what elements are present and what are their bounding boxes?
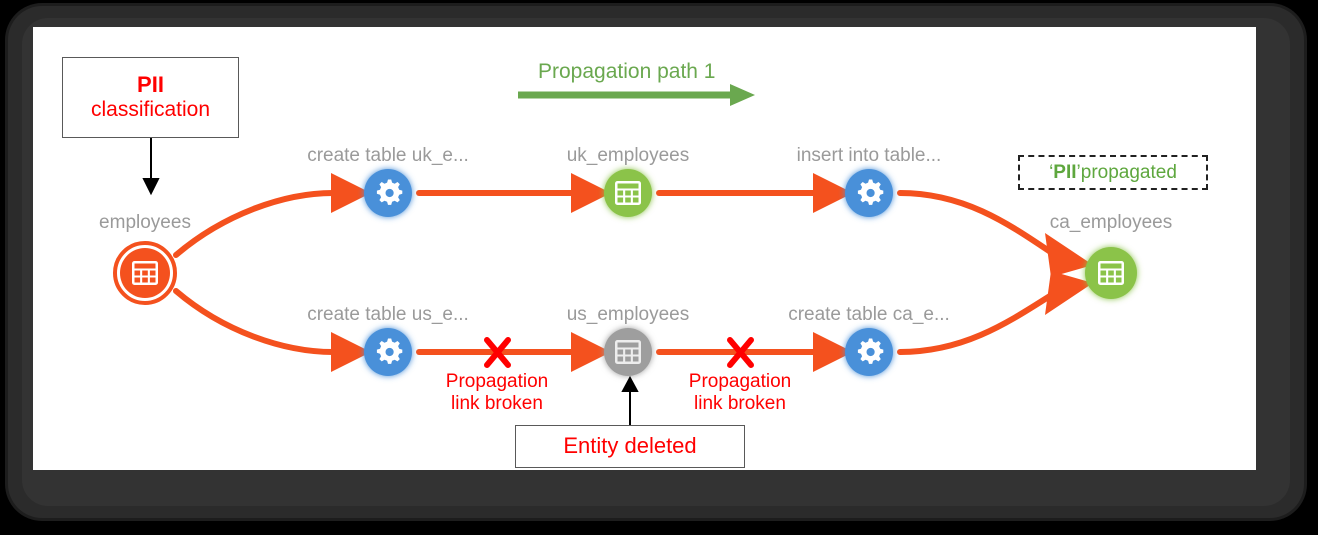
broken-link-note-2-line2: link broken <box>694 392 786 414</box>
lineage-canvas[interactable]: Propagation path 1 PII classification En… <box>33 27 1256 470</box>
node-label-create-table-us: create table us_e... <box>307 304 469 325</box>
pii-propagated-quote-close: ’ <box>1076 161 1081 183</box>
node-ca-employees[interactable] <box>1085 247 1137 299</box>
break-marker-layer <box>484 337 754 368</box>
node-insert-into-table[interactable] <box>845 169 893 217</box>
gear-icon <box>857 338 884 364</box>
entity-deleted-callout: Entity deleted <box>515 425 745 468</box>
node-label-create-table-ca: create table ca_e... <box>788 304 950 325</box>
callout-leader-layer <box>142 138 639 425</box>
edge-layer <box>173 190 1064 355</box>
table-icon <box>1098 261 1124 285</box>
arrowhead-insert <box>813 173 853 213</box>
broken-link-note-2-line1: Propagation <box>688 371 792 392</box>
broken-link-note-1-line1: Propagation <box>445 371 549 392</box>
node-uk-employees[interactable] <box>604 169 652 217</box>
node-label-ca-employees: ca_employees <box>1049 212 1173 233</box>
right-arrow-icon <box>730 84 755 106</box>
arrowhead-uk-employees <box>571 173 611 213</box>
node-create-table-uk[interactable] <box>364 169 412 217</box>
arrowhead-layer <box>331 173 1093 372</box>
pii-propagated-quote-open: ‘ <box>1049 161 1054 183</box>
pii-propagated-strong: PII <box>1053 161 1077 183</box>
node-label-uk-employees: uk_employees <box>566 145 690 166</box>
node-create-table-ca[interactable] <box>845 328 893 376</box>
broken-link-note-1: Propagation link broken <box>446 371 548 415</box>
propagation-path-label: Propagation path 1 <box>538 60 716 83</box>
pii-propagated-callout: ‘PII’ propagated <box>1018 155 1208 190</box>
node-label-insert-into-table: insert into table... <box>796 145 942 166</box>
pii-classification-line1: PII <box>137 72 164 98</box>
arrowhead-ca-employees-top <box>1045 233 1093 277</box>
gear-icon <box>376 338 403 364</box>
edge-employees-to-create-uk <box>173 190 336 258</box>
arrowhead-create-ca <box>813 332 853 372</box>
arrowhead-create-us <box>331 332 371 372</box>
x-mark-icon <box>727 337 754 368</box>
arrowhead-us-employees <box>571 332 611 372</box>
table-icon <box>615 340 641 364</box>
pii-classification-line2: classification <box>90 98 211 122</box>
gear-icon <box>857 179 884 205</box>
node-label-create-table-uk: create table uk_e... <box>307 145 469 166</box>
arrowhead-ca-employees-bottom <box>1045 271 1093 315</box>
arrowhead-create-uk <box>331 173 371 213</box>
table-icon <box>132 261 158 285</box>
node-us-employees[interactable] <box>604 328 652 376</box>
broken-link-note-1-line2: link broken <box>451 392 543 414</box>
edge-insert-to-ca-employees <box>897 190 1064 262</box>
edge-employees-to-create-us <box>173 288 336 355</box>
node-create-table-us[interactable] <box>364 328 412 376</box>
leader-arrowhead-pii <box>142 178 160 196</box>
node-employees[interactable] <box>113 241 177 305</box>
x-mark-icon <box>484 337 511 368</box>
node-label-employees: employees <box>99 212 191 233</box>
leader-arrowhead-entity-deleted <box>621 375 639 392</box>
pii-propagated-rest: propagated <box>1080 161 1177 183</box>
entity-deleted-label: Entity deleted <box>563 433 697 459</box>
gear-icon <box>376 179 403 205</box>
propagation-path-arrow <box>518 84 755 106</box>
node-label-us-employees: us_employees <box>566 304 690 325</box>
lineage-graph <box>113 84 1137 425</box>
table-icon <box>615 181 641 205</box>
edge-create-ca-to-ca-employees <box>897 286 1064 355</box>
broken-link-note-2: Propagation link broken <box>689 371 791 415</box>
pii-classification-callout: PII classification <box>62 57 239 138</box>
